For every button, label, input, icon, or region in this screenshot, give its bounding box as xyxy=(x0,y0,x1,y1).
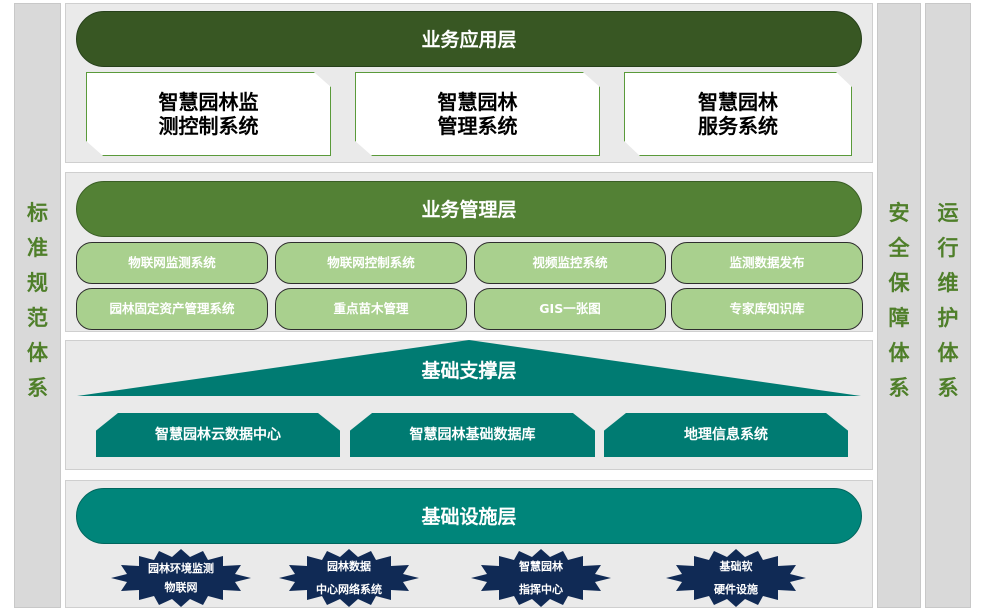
management-module: GIS一张图 xyxy=(474,288,666,330)
infrastructure-layer-title: 基础设施层 xyxy=(76,488,862,544)
infrastructure-facility-label: 智慧园林 指挥中心 xyxy=(519,560,563,596)
management-layer: 业务管理层 物联网监测系统 物联网控制系统 视频监控系统 监测数据发布 园林固定… xyxy=(65,172,873,332)
support-layer: 基础支撑层 智慧园林云数据中心 智慧园林基础数据库 地理信息系统 xyxy=(65,340,873,470)
infrastructure-facility-label: 基础软 硬件设施 xyxy=(714,560,758,596)
infrastructure-facility: 园林环境监测 物联网 xyxy=(111,549,251,607)
support-component: 地理信息系统 xyxy=(604,413,848,457)
infrastructure-facility: 园林数据 中心网络系统 xyxy=(279,549,419,607)
infrastructure-layer: 基础设施层 园林环境监测 物联网 园林数据 中心网络系统 智慧园林 指挥中心 基… xyxy=(65,480,873,608)
application-system-2: 智慧园林 管理系统 xyxy=(355,72,600,156)
management-module: 重点苗木管理 xyxy=(275,288,467,330)
management-module: 物联网控制系统 xyxy=(275,242,467,284)
application-layer-title: 业务应用层 xyxy=(76,11,862,67)
star-burst-icon xyxy=(279,549,419,607)
support-layer-triangle xyxy=(77,340,861,396)
application-layer: 业务应用层 智慧园林监 测控制系统 智慧园林 管理系统 智慧园林 服务系统 xyxy=(65,3,873,163)
management-module: 园林固定资产管理系统 xyxy=(76,288,268,330)
support-component: 智慧园林基础数据库 xyxy=(350,413,595,457)
infrastructure-facility: 基础软 硬件设施 xyxy=(666,549,806,607)
application-system-1: 智慧园林监 测控制系统 xyxy=(86,72,331,156)
security-column: 安 全 保 障 体 系 xyxy=(877,3,921,608)
application-system-1-label: 智慧园林监 测控制系统 xyxy=(158,90,259,138)
management-module: 专家库知识库 xyxy=(671,288,863,330)
infrastructure-facility: 智慧园林 指挥中心 xyxy=(471,549,611,607)
application-system-3-label: 智慧园林 服务系统 xyxy=(698,90,778,138)
operations-column: 运 行 维 护 体 系 xyxy=(925,3,971,608)
star-burst-icon xyxy=(111,549,251,607)
star-burst-icon xyxy=(471,549,611,607)
standards-column-label: 标 准 规 范 体 系 xyxy=(27,201,48,400)
support-layer-title: 基础支撑层 xyxy=(421,360,517,382)
infrastructure-facility-label: 园林环境监测 物联网 xyxy=(148,562,214,594)
support-component: 智慧园林云数据中心 xyxy=(96,413,340,457)
operations-column-label: 运 行 维 护 体 系 xyxy=(937,201,959,400)
application-system-2-label: 智慧园林 管理系统 xyxy=(437,90,518,138)
security-column-label: 安 全 保 障 体 系 xyxy=(888,201,910,400)
management-module: 视频监控系统 xyxy=(474,242,666,284)
standards-column: 标 准 规 范 体 系 xyxy=(14,3,61,608)
management-module: 物联网监测系统 xyxy=(76,242,268,284)
star-burst-icon xyxy=(666,549,806,607)
infrastructure-facility-label: 园林数据 中心网络系统 xyxy=(316,560,382,596)
application-system-3: 智慧园林 服务系统 xyxy=(624,72,852,156)
management-module: 监测数据发布 xyxy=(671,242,863,284)
management-layer-title: 业务管理层 xyxy=(76,181,862,237)
